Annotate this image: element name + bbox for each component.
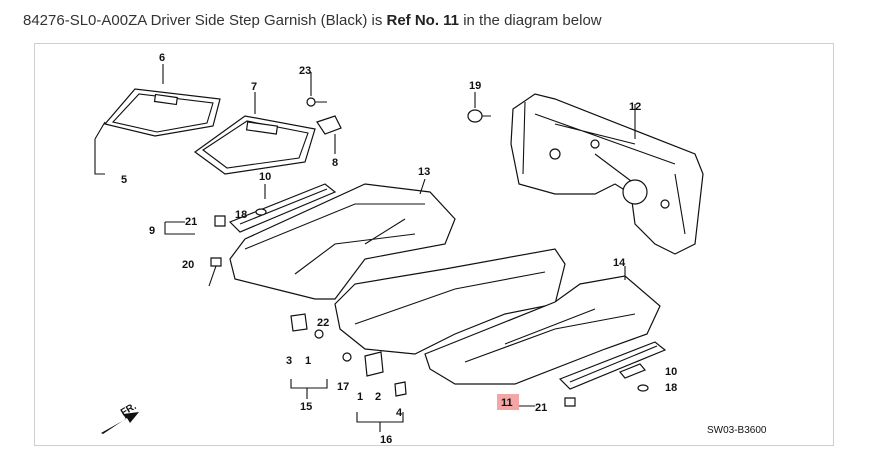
step-garnish-10-lower <box>558 341 667 390</box>
clip-21-upper <box>214 215 226 227</box>
callout-5: 5 <box>121 174 127 186</box>
callout-10-upper: 10 <box>259 171 271 183</box>
clip-18-upper <box>255 208 267 216</box>
bracket-15 <box>290 379 328 399</box>
callout-9: 9 <box>149 225 155 237</box>
caption-part-text: 84276-SL0-A00ZA Driver Side Step Garnish… <box>23 12 383 29</box>
rear-panel-12 <box>510 93 704 255</box>
bracket-8 <box>316 115 342 154</box>
callout-8: 8 <box>332 157 338 169</box>
floor-mat-7 <box>193 115 316 175</box>
bracket-9 <box>164 221 195 235</box>
callout-11: 11 <box>501 397 513 409</box>
callout-18-upper: 18 <box>235 209 247 221</box>
bracket-11 <box>516 394 535 407</box>
callout-2: 2 <box>375 391 381 403</box>
callout-21-lower: 21 <box>535 402 547 414</box>
bracket-5 <box>94 121 106 175</box>
leader-6-7 <box>162 64 256 114</box>
ref-11-highlight <box>497 394 519 410</box>
callout-21-upper: 21 <box>185 216 197 228</box>
parts-diagram: 6 23 7 19 12 5 8 13 10 18 9 21 20 14 22 … <box>94 52 767 446</box>
diagram-code: SW03-B3600 <box>707 425 767 436</box>
callout-20: 20 <box>182 259 194 271</box>
grommet-19 <box>467 92 491 123</box>
callout-14: 14 <box>613 257 626 269</box>
floor-mat-6 <box>103 88 221 137</box>
callouts: 6 23 7 19 12 5 8 13 10 18 9 21 20 14 22 … <box>119 52 767 446</box>
callout-15: 15 <box>300 401 312 413</box>
bracket-part-3 <box>290 313 308 332</box>
callout-7: 7 <box>251 81 257 93</box>
callout-13: 13 <box>418 166 430 178</box>
front-arrow-icon <box>101 412 139 434</box>
bracket-16 <box>356 412 404 432</box>
callout-3: 3 <box>286 355 292 367</box>
callout-1-b: 1 <box>357 391 363 403</box>
page-caption: 84276-SL0-A00ZA Driver Side Step Garnish… <box>23 12 602 29</box>
bracket-part-2 <box>364 351 407 397</box>
caption-ref-label: Ref No. 11 <box>386 12 460 29</box>
callout-4: 4 <box>396 407 403 419</box>
clip-21-lower <box>564 397 576 407</box>
callout-17: 17 <box>337 381 349 393</box>
callout-23: 23 <box>299 65 311 77</box>
clip-23 <box>306 72 327 107</box>
clip-20 <box>208 257 222 287</box>
callout-19: 19 <box>469 80 481 92</box>
callout-18-lower: 18 <box>665 382 677 394</box>
callout-1-a: 1 <box>305 355 311 367</box>
callout-10-lower: 10 <box>665 366 677 378</box>
rear-carpet-14 <box>334 248 661 385</box>
washer-22 <box>314 329 324 339</box>
callout-12: 12 <box>629 101 641 113</box>
clip-18-lower <box>637 384 649 392</box>
callout-6: 6 <box>159 52 165 64</box>
bolt-17 <box>342 352 352 362</box>
step-garnish-10-upper <box>228 183 337 233</box>
diagram-frame: 6 23 7 19 12 5 8 13 10 18 9 21 20 14 22 … <box>34 43 834 446</box>
callout-22: 22 <box>317 317 329 329</box>
callout-16: 16 <box>380 434 392 445</box>
front-carpet-13 <box>229 178 456 300</box>
caption-suffix: in the diagram below <box>463 12 602 29</box>
